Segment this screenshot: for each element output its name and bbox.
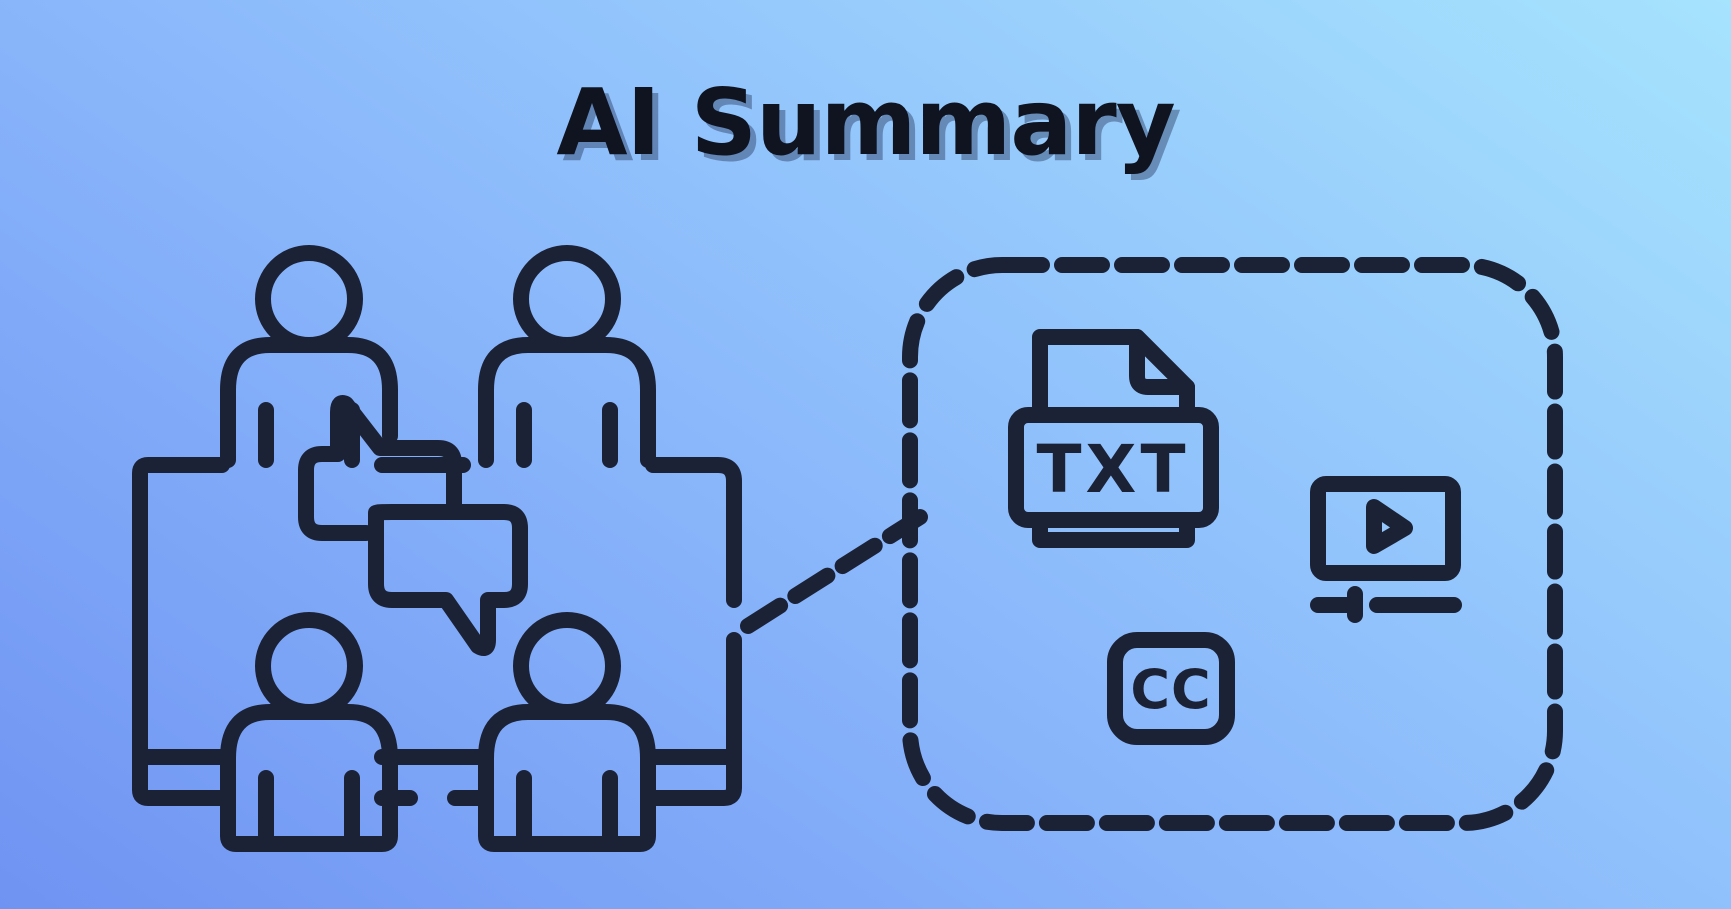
page-title: AI Summary xyxy=(556,69,1175,176)
meeting-monitor-icon xyxy=(132,457,742,806)
person-icon xyxy=(220,612,398,852)
txt-label: TXT xyxy=(1037,431,1190,508)
person-icon xyxy=(478,245,656,468)
cc-label: CC xyxy=(1130,658,1211,721)
outputs-panel xyxy=(902,257,1563,831)
closed-captions-icon: CC xyxy=(1107,632,1235,745)
video-player-icon xyxy=(1310,476,1462,623)
person-icon xyxy=(478,612,656,852)
chat-bubble-icon xyxy=(368,504,528,656)
chat-bubble-icon xyxy=(298,395,462,541)
connector-line xyxy=(740,509,928,634)
txt-file-icon: TXT xyxy=(1008,329,1219,548)
person-icon xyxy=(220,245,398,468)
